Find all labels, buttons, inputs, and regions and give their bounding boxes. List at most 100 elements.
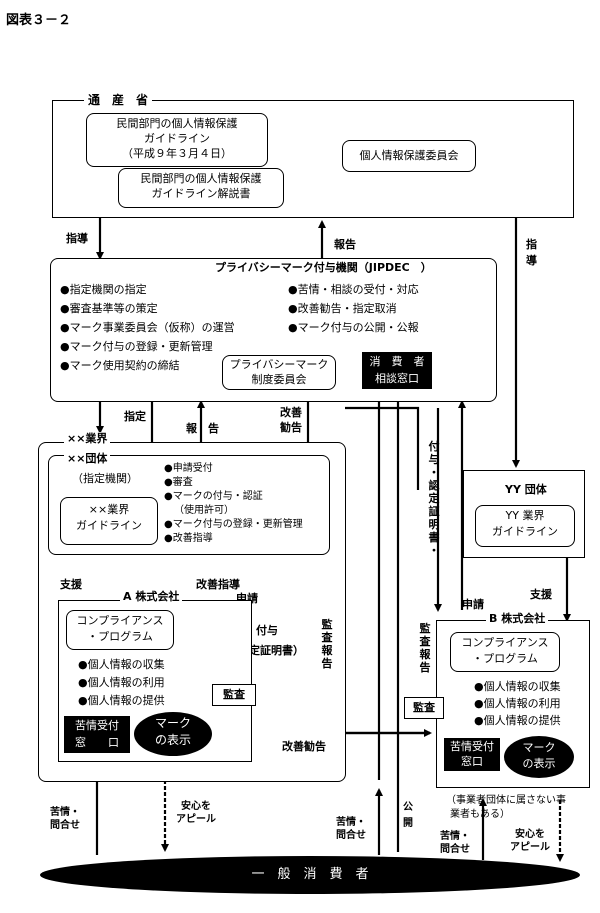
label-shinsei-b: 申請 — [462, 598, 484, 611]
label-fuyo-a: 付与 — [256, 624, 278, 637]
label-kujou-mid-line-2: 問合せ — [336, 830, 366, 841]
char: 監 — [321, 618, 333, 631]
company-a-items: ●個人情報の収集 ●個人情報の利用 ●個人情報の提供 — [78, 656, 165, 710]
label-ninteishomeisho: 認定証明書） — [238, 644, 304, 657]
jipdec-left-item: ●指定機関の指定 — [60, 283, 147, 296]
jipdec-left-item: ●マーク使用契約の締結 — [60, 359, 180, 372]
company-a-program: コンプライアンス ・プログラム — [66, 610, 174, 650]
industry-guideline-line-1: ××業界 — [88, 503, 130, 516]
char: 査 — [419, 635, 431, 648]
jipdec-right-list: ●苦情・相談の受付・対応 ●改善勧告・指定取消 ●マーク付与の公開・公報 — [288, 280, 419, 337]
company-b-item: ●個人情報の提供 — [474, 714, 561, 727]
group-item: ●改善指導 — [164, 533, 213, 544]
consumer-consultation-window: 消 費 者 相談窓口 — [362, 352, 432, 389]
company-b-note-line-2: 業者もある） — [450, 809, 510, 820]
industry-title: ××業界 — [64, 432, 111, 445]
group-item: ●審査 — [164, 477, 193, 488]
company-a-item: ●個人情報の利用 — [78, 676, 165, 689]
jipdec-right-item: ●マーク付与の公開・公報 — [288, 321, 419, 334]
general-consumers-label: 一 般 消 費 者 — [251, 867, 369, 882]
group-title: ××団体 — [64, 452, 111, 465]
group-item: ●マーク付与の登録・更新管理 — [164, 519, 303, 530]
label-houkoku: 報告 — [334, 238, 356, 251]
consumer-window-line-2: 相談窓口 — [375, 372, 419, 385]
jipdec-title: プライバシーマーク付与機関（JIPDEC ） — [212, 261, 435, 274]
consumer-window-line-1: 消 費 者 — [369, 355, 425, 368]
privacy-protection-committee: 個人情報保護委員会 — [342, 140, 476, 172]
meti-commentary: 民間部門の個人情報保護 ガイドライン解説書 — [118, 168, 284, 208]
general-consumers: 一 般 消 費 者 — [40, 856, 580, 894]
meti-guideline-line-1: 民間部門の個人情報保護 — [116, 117, 238, 130]
company-a-program-line-1: コンプライアンス — [76, 614, 164, 627]
label-kujou-b-line-1: 苦情・ — [440, 831, 470, 842]
group-item: （使用許可） — [174, 505, 234, 516]
company-b-complaint-line-2: 窓口 — [461, 755, 483, 768]
company-b-program-line-1: コンプライアンス — [461, 636, 549, 649]
char: 書 — [428, 531, 440, 544]
char: 定 — [428, 492, 440, 505]
company-b-mark-line-2: の表示 — [522, 757, 556, 770]
jipdec-left-list: ●指定機関の指定 ●審査基準等の策定 ●マーク事業委員会（仮称）の運営 ●マーク… — [60, 280, 235, 375]
yy-guideline-line-2: ガイドライン — [492, 525, 558, 538]
company-b-items: ●個人情報の収集 ●個人情報の利用 ●個人情報の提供 — [474, 678, 561, 729]
company-b-title: B 株式会社 — [486, 612, 549, 625]
char: 告 — [321, 657, 333, 670]
company-a-item: ●個人情報の収集 — [78, 658, 165, 671]
meti-guideline-line-3: （平成９年３月４日） — [122, 147, 232, 160]
label-shien-a: 支援 — [60, 578, 82, 591]
company-b-mark-display: マーク の表示 — [504, 736, 574, 778]
industry-guideline-line-2: ガイドライン — [76, 519, 142, 532]
label-koukai: 公 開 — [403, 800, 413, 832]
company-a-complaint-window: 苦情受付 窓 口 — [64, 716, 130, 753]
company-a-audit: 監査 — [212, 684, 256, 706]
company-b-mark-line-1: マーク — [522, 741, 556, 754]
label-shien-b: 支援 — [530, 588, 552, 601]
label-anshin-b: 安心を アピール — [510, 828, 550, 854]
line-jipdec-to-b — [345, 406, 420, 490]
meti-commentary-line-1: 民間部門の個人情報保護 — [140, 172, 262, 185]
company-b-audit: 監査 — [404, 697, 444, 719]
meti-title: 通 産 省 — [84, 94, 153, 107]
label-kujou-mid-line-1: 苦情・ — [336, 817, 366, 828]
company-b-program-line-2: ・プログラム — [472, 652, 538, 665]
label-shitei: 指定 — [124, 410, 146, 423]
company-b-complaint-line-1: 苦情受付 — [450, 740, 494, 753]
company-a-item: ●個人情報の提供 — [78, 694, 165, 707]
char: 証 — [428, 505, 440, 518]
company-b-item: ●個人情報の利用 — [474, 697, 561, 710]
label-kaizen-kankoku-1: 改善 — [280, 406, 302, 419]
label-anshin-a: 安心を アピール — [176, 800, 216, 826]
company-a-mark-line-1: マーク — [154, 716, 191, 730]
company-a-program-line-2: ・プログラム — [87, 630, 153, 643]
group-item: ●申請受付 — [164, 463, 213, 474]
char: 監 — [419, 622, 431, 635]
privacy-mark-committee: プライバシーマーク 制度委員会 — [222, 355, 336, 390]
company-b-note: （事業者団体に属さない事 業者もある） — [446, 794, 566, 822]
company-b-note-line-1: （事業者団体に属さない事 — [446, 795, 566, 806]
label-kaizen-shidou: 改善指導 — [196, 578, 240, 591]
company-a-complaint-line-2: 窓 口 — [75, 736, 119, 749]
char: 与 — [428, 453, 440, 466]
label-kujou-a-line-1: 苦情・ — [50, 807, 80, 818]
char: 査 — [321, 631, 333, 644]
label-kujou-mid: 苦情・ 問合せ — [336, 816, 366, 842]
char: 認 — [428, 479, 440, 492]
jipdec-right-item: ●苦情・相談の受付・対応 — [288, 283, 419, 296]
label-shidou-right-2: 導 — [526, 254, 537, 267]
label-kujou-a: 苦情・ 問合せ — [50, 806, 80, 832]
label-anshin-a-line-2: アピール — [176, 814, 216, 825]
yy-guideline: YY 業界 ガイドライン — [475, 505, 575, 547]
char: 報 — [321, 644, 333, 657]
group-subtitle: （指定機関） — [72, 472, 138, 485]
label-kaizen-kankoku: 改善勧告 — [282, 740, 326, 753]
jipdec-left-item: ●審査基準等の策定 — [60, 302, 158, 315]
jipdec-left-item: ●マーク事業委員会（仮称）の運営 — [60, 321, 235, 334]
char: 報 — [419, 648, 431, 661]
company-b-complaint-window: 苦情受付 窓口 — [444, 738, 500, 771]
privacy-mark-committee-line-1: プライバシーマーク — [229, 358, 329, 371]
label-koukai-1: 公 — [403, 802, 413, 813]
jipdec-left-item: ●マーク付与の登録・更新管理 — [60, 340, 213, 353]
company-b-program: コンプライアンス ・プログラム — [450, 632, 560, 672]
label-kujou-a-line-2: 問合せ — [50, 820, 80, 831]
industry-guideline: ××業界 ガイドライン — [60, 497, 158, 545]
